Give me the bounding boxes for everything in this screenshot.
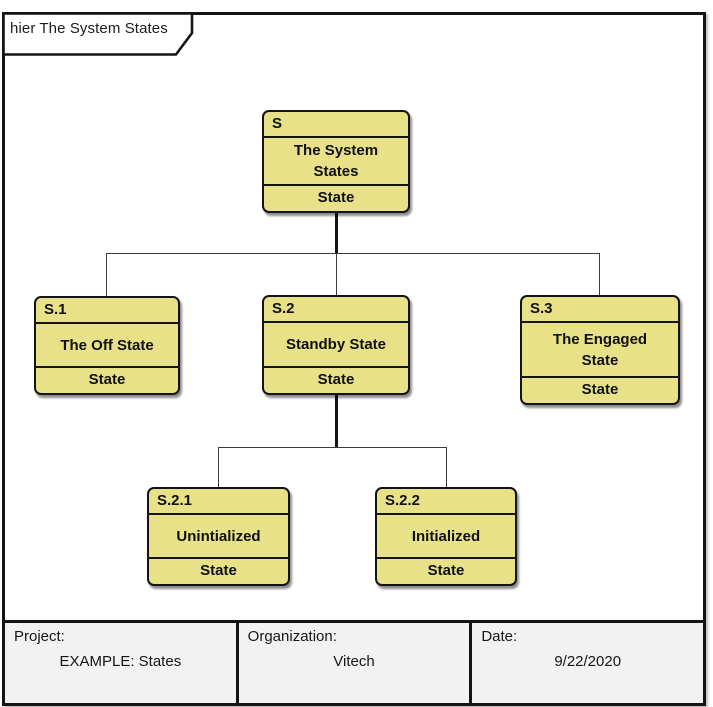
node-S3[interactable]: S.3 The Engaged State State bbox=[520, 295, 680, 405]
project-value: EXAMPLE: States bbox=[59, 653, 182, 670]
title-block: Project: EXAMPLE: States Organization: V… bbox=[2, 620, 706, 706]
node-id: S.2 bbox=[264, 297, 408, 323]
connector-drop-s22 bbox=[445, 447, 448, 488]
node-id: S.2.2 bbox=[377, 489, 515, 515]
date-value: 9/22/2020 bbox=[554, 653, 622, 670]
diagram-tab-shape bbox=[2, 12, 194, 56]
node-name: The System States bbox=[264, 138, 408, 186]
node-name: Standby State bbox=[264, 323, 408, 368]
connector-level2-bus bbox=[218, 446, 447, 449]
node-name: Initialized bbox=[377, 515, 515, 559]
node-name: The Off State bbox=[36, 324, 178, 368]
connector-drop-s2 bbox=[335, 253, 338, 296]
organization-label: Organization: bbox=[247, 628, 337, 645]
node-S22[interactable]: S.2.2 Initialized State bbox=[375, 487, 517, 586]
node-type: State bbox=[427, 562, 465, 579]
connector-level1-bus bbox=[106, 252, 600, 255]
organization-value: Vitech bbox=[333, 653, 375, 670]
project-label: Project: bbox=[14, 628, 65, 645]
node-type: State bbox=[88, 371, 126, 388]
node-name: Unintialized bbox=[149, 515, 288, 559]
diagram-tab bbox=[2, 12, 194, 56]
diagram-tab-label: hier The System States bbox=[10, 20, 168, 37]
node-id: S bbox=[264, 112, 408, 138]
node-type: State bbox=[200, 562, 237, 579]
date-label: Date: bbox=[481, 628, 518, 645]
connector-drop-s21 bbox=[217, 447, 220, 488]
node-type: State bbox=[581, 381, 619, 398]
node-id: S.1 bbox=[36, 298, 178, 324]
node-S2[interactable]: S.2 Standby State State bbox=[262, 295, 410, 395]
node-S[interactable]: S The System States State bbox=[262, 110, 410, 213]
node-id: S.2.1 bbox=[149, 489, 288, 515]
node-S21[interactable]: S.2.1 Unintialized State bbox=[147, 487, 290, 586]
connector-root-stub bbox=[335, 211, 338, 254]
connector-drop-s3 bbox=[598, 253, 601, 296]
connector-s2-stub bbox=[335, 394, 338, 448]
title-block-organization: Organization: Vitech bbox=[239, 623, 473, 703]
node-id: S.3 bbox=[522, 297, 678, 323]
node-S1[interactable]: S.1 The Off State State bbox=[34, 296, 180, 395]
title-block-date: Date: 9/22/2020 bbox=[472, 623, 703, 703]
connector-drop-s1 bbox=[105, 253, 108, 297]
title-block-project: Project: EXAMPLE: States bbox=[5, 623, 239, 703]
node-type: State bbox=[317, 189, 355, 206]
node-name: The Engaged State bbox=[522, 323, 678, 378]
node-type: State bbox=[317, 371, 355, 388]
